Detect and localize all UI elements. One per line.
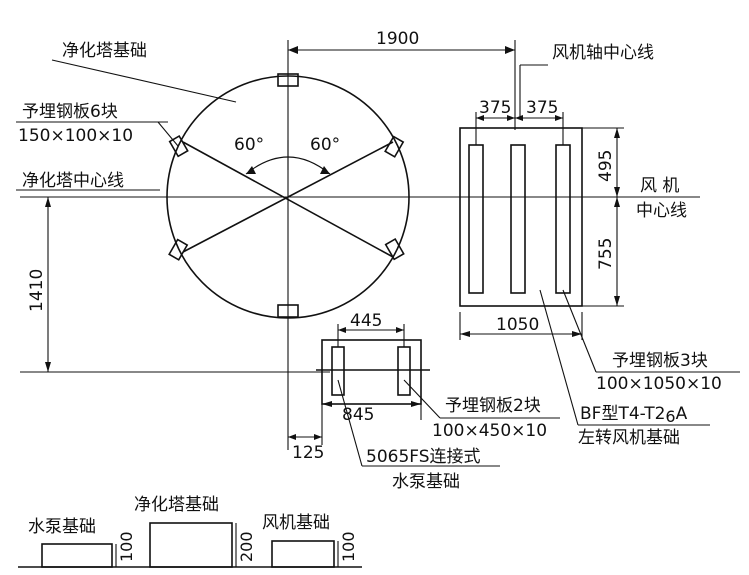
dim-1410: 1410 bbox=[27, 269, 47, 312]
dim-1900: 1900 bbox=[376, 29, 419, 49]
label-embedded-plates-3: 予埋钢板3块 bbox=[612, 351, 708, 371]
label-angle-left: 60° bbox=[234, 135, 264, 155]
legend-pump-block bbox=[41, 543, 113, 568]
legend-label-tower: 净化塔基础 bbox=[134, 495, 219, 515]
legend-fan-block bbox=[271, 540, 335, 568]
label-fan-axis-centerline: 风机轴中心线 bbox=[552, 43, 654, 63]
dim-375a: 375 bbox=[479, 98, 511, 118]
plate-upper-left bbox=[168, 134, 189, 158]
label-tower-foundation: 净化塔基础 bbox=[62, 41, 147, 61]
pump-foundation bbox=[288, 324, 430, 445]
label-plates-3-size: 100×1050×10 bbox=[596, 374, 722, 394]
legend-label-fan: 风机基础 bbox=[262, 513, 330, 533]
dim-1050: 1050 bbox=[496, 315, 539, 335]
legend-h-pump: 100 bbox=[117, 531, 136, 562]
leader-lines bbox=[16, 59, 740, 467]
label-plates-6-size: 150×100×10 bbox=[18, 126, 133, 146]
label-pump-model: 5065FS连接式 bbox=[366, 447, 481, 467]
legend-h-fan: 100 bbox=[339, 531, 358, 562]
dim-755: 755 bbox=[596, 238, 616, 270]
dim-495: 495 bbox=[596, 150, 616, 182]
label-fan-foundation: 左转风机基础 bbox=[578, 428, 680, 448]
label-plates-2-size: 100×450×10 bbox=[432, 421, 547, 441]
plate-lower-left bbox=[168, 238, 189, 261]
label-embedded-plates-6: 予埋钢板6块 bbox=[22, 102, 118, 122]
label-fan-centerline-1: 风 机 bbox=[640, 176, 679, 196]
elevation-legend bbox=[18, 522, 362, 568]
dimension-1900 bbox=[288, 40, 516, 130]
label-embedded-plates-2: 予埋钢板2块 bbox=[445, 396, 541, 416]
label-fan-type: BF型T4-T26A bbox=[580, 404, 688, 426]
label-tower-centerline: 净化塔中心线 bbox=[22, 171, 124, 191]
legend-label-pump: 水泵基础 bbox=[28, 517, 96, 537]
dimension-1410 bbox=[20, 197, 330, 373]
dim-445: 445 bbox=[350, 311, 382, 331]
legend-h-tower: 200 bbox=[237, 531, 256, 562]
dim-125: 125 bbox=[292, 443, 324, 463]
plate-lower-right bbox=[384, 237, 405, 261]
label-pump-foundation: 水泵基础 bbox=[392, 472, 460, 492]
legend-tower-block bbox=[149, 522, 233, 568]
plate-upper-right bbox=[384, 135, 405, 158]
label-angle-right: 60° bbox=[310, 135, 340, 155]
dim-845: 845 bbox=[342, 405, 374, 425]
fan-foundation bbox=[459, 112, 624, 340]
dim-375b: 375 bbox=[526, 98, 558, 118]
label-fan-centerline-2: 中心线 bbox=[636, 201, 687, 221]
